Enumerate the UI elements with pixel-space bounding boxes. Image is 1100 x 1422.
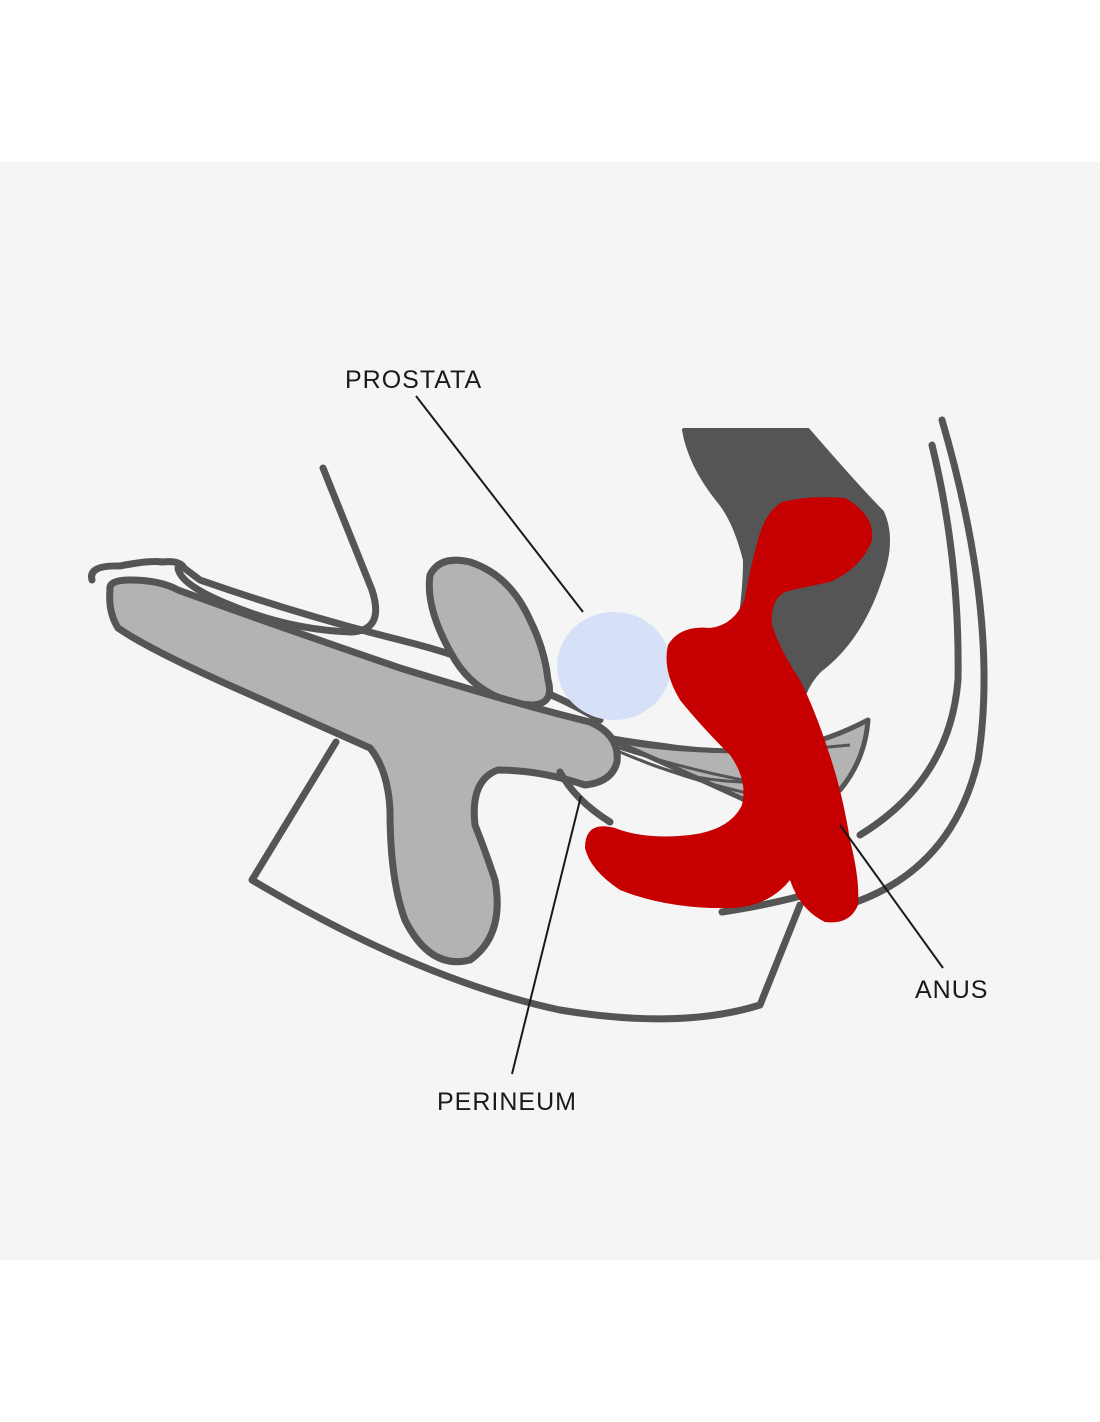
anus-label: ANUS — [915, 976, 989, 1004]
bladder-line — [174, 464, 380, 636]
anus-leader-line — [839, 824, 944, 969]
prostata-label: PROSTATA — [345, 366, 483, 394]
prostate — [557, 612, 671, 720]
perineum-label: PERINEUM — [437, 1088, 577, 1116]
body-outline — [248, 738, 804, 1023]
penis — [106, 576, 621, 966]
prostata-leader-line — [415, 395, 584, 613]
back-curve-outer — [826, 416, 988, 914]
back-curve-inner — [856, 441, 962, 839]
red-device — [585, 497, 873, 923]
perineum-leader-line — [511, 795, 582, 1075]
